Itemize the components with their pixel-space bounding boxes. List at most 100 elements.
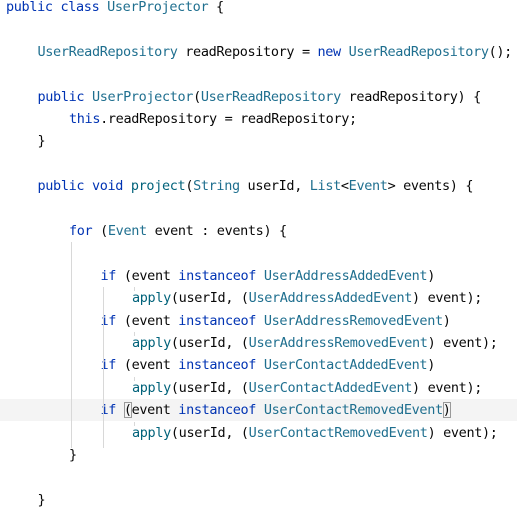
code-line-text: for (Event event : events) { [69, 220, 287, 242]
code-line-text: } [38, 489, 46, 511]
code-token: readRepository) { [340, 88, 482, 105]
code-token: if [100, 312, 117, 329]
code-token [256, 357, 264, 373]
code-token [99, 0, 107, 15]
code-token: UserAddressRemovedEvent [248, 335, 428, 351]
code-line[interactable] [0, 242, 517, 264]
code-token: < [340, 178, 349, 195]
indent-guide [134, 332, 135, 336]
code-line[interactable]: if (event instanceof UserContactRemovedE… [0, 399, 517, 422]
code-line[interactable]: apply(userId, (UserAddressRemovedEvent) … [0, 332, 517, 354]
code-token: } [37, 133, 46, 150]
code-line[interactable]: } [0, 444, 517, 466]
code-token: ) [442, 312, 451, 329]
code-token: Event [348, 178, 388, 195]
code-token: ) [427, 267, 435, 284]
code-line[interactable] [0, 198, 517, 220]
code-line-text: public class UserProjector { [6, 0, 224, 18]
code-line[interactable]: for (Event event : events) { [0, 220, 517, 242]
code-line[interactable]: } [0, 130, 517, 152]
code-token: ) event); [412, 290, 483, 307]
code-token: public [37, 178, 85, 195]
code-token: project [130, 178, 186, 195]
code-token: UserAddressAddedEvent [248, 290, 413, 307]
code-token: instanceof [178, 357, 257, 374]
code-token: UserContactAddedEvent [263, 357, 428, 374]
code-token [116, 402, 124, 418]
code-token [341, 44, 349, 60]
code-token: event [131, 402, 179, 419]
code-line[interactable]: if (event instanceof UserAddressAddedEve… [0, 265, 517, 287]
code-token: ( [92, 223, 108, 239]
code-token: new [317, 43, 342, 60]
code-line-text: if (event instanceof UserAddressAddedEve… [100, 265, 436, 287]
code-line[interactable]: public UserProjector(UserReadRepository … [0, 86, 517, 108]
code-token: } [69, 447, 77, 463]
code-token: UserAddressRemovedEvent [263, 312, 443, 329]
code-line-text: public UserProjector(UserReadRepository … [38, 86, 482, 108]
code-token: ) [427, 357, 435, 374]
code-token: instanceof [178, 267, 257, 284]
code-token: userId, [239, 178, 310, 195]
code-token: apply [132, 290, 171, 307]
code-line[interactable] [0, 466, 517, 488]
code-line[interactable]: UserReadRepository readRepository = new … [0, 41, 517, 63]
code-token [256, 268, 264, 284]
code-line[interactable]: apply(userId, (UserContactRemovedEvent) … [0, 422, 517, 444]
code-token [256, 313, 264, 329]
code-token: .readRepository = readRepository; [100, 111, 357, 127]
code-line[interactable]: this.readRepository = readRepository; [0, 108, 517, 130]
code-token: if [100, 402, 117, 419]
indent-guide [134, 421, 135, 426]
code-token: ( [185, 178, 194, 195]
code-token: void [91, 178, 124, 195]
code-line[interactable] [0, 153, 517, 175]
code-line[interactable]: if (event instanceof UserAddressRemovedE… [0, 310, 517, 332]
code-line[interactable]: apply(userId, (UserAddressAddedEvent) ev… [0, 287, 517, 309]
code-line-text: if (event instanceof UserContactAddedEve… [100, 354, 436, 376]
code-token: UserAddressAddedEvent [263, 267, 428, 284]
code-token: if [100, 267, 117, 284]
indent-guide [71, 242, 72, 448]
indent-guide [102, 287, 104, 448]
code-line[interactable]: public void project(String userId, List<… [0, 175, 517, 197]
code-token: for [69, 223, 93, 239]
code-token: (event [116, 357, 179, 374]
code-token: (userId, ( [170, 335, 249, 351]
code-token: UserProjector [107, 0, 209, 15]
code-line[interactable]: if (event instanceof UserContactAddedEve… [0, 354, 517, 376]
code-token: UserReadRepository [348, 43, 489, 60]
code-line-text: apply(userId, (UserContactRemovedEvent) … [132, 422, 498, 444]
code-token: if [100, 357, 117, 374]
code-token: (userId, ( [170, 290, 249, 307]
matched-bracket: ( [123, 402, 132, 419]
code-line-text: UserReadRepository readRepository = new … [38, 41, 513, 63]
code-line[interactable] [0, 63, 517, 85]
code-token [84, 178, 92, 194]
code-token: Event [107, 223, 147, 239]
code-line[interactable]: apply(userId, (UserContactAddedEvent) ev… [0, 377, 517, 399]
code-token: (userId, ( [170, 424, 249, 441]
code-token [123, 178, 131, 194]
code-line-text: apply(userId, (UserContactAddedEvent) ev… [132, 377, 482, 399]
code-line-text: public void project(String userId, List<… [38, 175, 474, 197]
code-token: ) event); [412, 379, 483, 396]
code-line-text: this.readRepository = readRepository; [69, 108, 357, 130]
code-token: ) event); [427, 424, 498, 441]
code-token: UserContactRemovedEvent [263, 402, 443, 419]
code-token: > events) { [387, 178, 474, 195]
code-token: this [69, 111, 101, 127]
code-token: public [6, 0, 53, 15]
code-token [84, 89, 92, 105]
code-token: ) event); [427, 335, 498, 351]
code-line[interactable]: } [0, 489, 517, 511]
code-token: UserProjector [91, 88, 194, 105]
code-token: (userId, ( [170, 379, 249, 396]
code-token: List [309, 178, 341, 195]
code-line[interactable] [0, 18, 517, 40]
matched-bracket: ) [442, 402, 451, 419]
code-line[interactable]: public class UserProjector { [0, 0, 517, 18]
code-line-text: apply(userId, (UserAddressAddedEvent) ev… [132, 287, 482, 309]
code-token: } [37, 491, 46, 508]
